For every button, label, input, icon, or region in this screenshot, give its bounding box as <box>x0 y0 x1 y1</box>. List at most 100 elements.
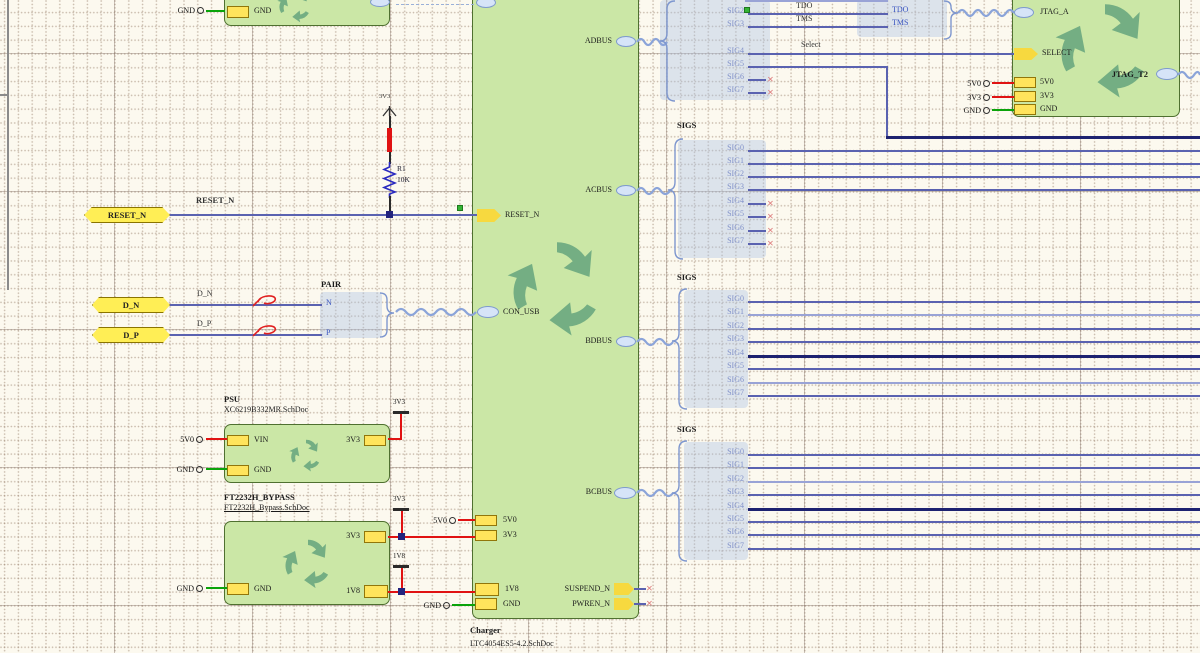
signal-label[interactable]: SIG6 <box>727 527 744 536</box>
sheet-symbol-psu[interactable] <box>224 424 390 483</box>
wire[interactable] <box>748 314 1200 316</box>
no-connect-icon[interactable]: × <box>767 85 774 99</box>
wire-gnd[interactable] <box>206 468 228 470</box>
port-main-gnd[interactable]: GND <box>408 600 450 610</box>
wire[interactable] <box>748 494 1200 496</box>
power-port-icon[interactable] <box>381 103 398 118</box>
pin-byp-gnd[interactable] <box>227 583 249 595</box>
signal-label[interactable]: SIG7 <box>727 388 744 397</box>
port-tl-gnd[interactable]: GND <box>168 5 204 15</box>
pin-bcbus[interactable] <box>614 487 636 499</box>
power-bar[interactable] <box>393 508 409 511</box>
wire-gnd[interactable] <box>452 604 477 606</box>
wire-power[interactable] <box>388 591 478 593</box>
wire[interactable] <box>748 467 1200 469</box>
signal-label[interactable]: SIG7 <box>727 541 744 550</box>
pin-tl-gnd[interactable] <box>227 6 249 18</box>
bus-con-usb[interactable] <box>395 306 477 318</box>
port-psu-5v0[interactable]: 5V0 <box>167 434 203 444</box>
pin-tl-bus[interactable] <box>370 0 390 7</box>
wire[interactable] <box>748 355 1200 358</box>
signal-label[interactable]: SIG3 <box>727 19 744 28</box>
wire-power[interactable] <box>992 96 1014 98</box>
signal-label[interactable]: SIG0 <box>727 294 744 303</box>
pin-byp-3v3[interactable] <box>364 531 386 543</box>
wire[interactable] <box>748 26 888 28</box>
pin-3v3[interactable] <box>475 530 497 541</box>
wire[interactable] <box>748 341 1200 343</box>
no-connect-icon[interactable]: × <box>767 223 774 237</box>
bundle-label-tdi[interactable]: TDI <box>892 0 905 2</box>
signal-label[interactable]: SIG5 <box>727 361 744 370</box>
signal-label[interactable]: SIG7 <box>727 236 744 245</box>
wire[interactable] <box>748 481 1200 483</box>
wire-gnd[interactable] <box>992 109 1014 111</box>
signal-label[interactable]: SIG4 <box>727 46 744 55</box>
signal-label[interactable]: SIG2 <box>727 321 744 330</box>
wire[interactable] <box>389 196 391 213</box>
wire[interactable] <box>748 243 766 245</box>
no-connect-icon[interactable]: × <box>646 581 653 595</box>
port-jtag-5v0[interactable]: 5V0 <box>952 78 990 88</box>
pin-reset-n[interactable] <box>477 209 501 222</box>
signal-label[interactable]: SIG1 <box>727 156 744 165</box>
bus-bdbus[interactable] <box>636 336 674 348</box>
port-byp-gnd[interactable]: GND <box>160 583 203 593</box>
wire[interactable] <box>748 534 1200 536</box>
signal-label[interactable]: SIG2 <box>727 169 744 178</box>
wire-reset-n[interactable] <box>170 214 477 216</box>
wire[interactable] <box>748 92 766 94</box>
pin-select[interactable] <box>1014 48 1038 60</box>
pin-jtag-a[interactable] <box>1014 7 1034 18</box>
pin-jtag-5v0[interactable] <box>1014 77 1036 88</box>
pin-adbus[interactable] <box>616 36 636 47</box>
pin-psu-3v3[interactable] <box>364 435 386 446</box>
signal-label[interactable]: SIG1 <box>706 0 744 2</box>
signal-label[interactable]: SIG6 <box>727 375 744 384</box>
bundle-label-tms[interactable]: TMS <box>892 18 909 27</box>
pin-suspend-n[interactable] <box>614 583 634 595</box>
signal-label[interactable]: SIG0 <box>727 447 744 456</box>
wire[interactable] <box>748 189 1200 191</box>
pair-pin-n[interactable]: N <box>326 298 332 307</box>
signal-label[interactable]: SIG2 <box>727 474 744 483</box>
port-d-n[interactable]: D_N <box>92 297 170 313</box>
bus-acbus[interactable] <box>636 185 671 197</box>
signal-label[interactable]: SIG5 <box>727 59 744 68</box>
wire-power[interactable] <box>458 519 477 521</box>
wire[interactable] <box>748 301 1200 303</box>
wire[interactable] <box>886 66 888 137</box>
pin-pwren-n[interactable] <box>614 598 634 610</box>
no-connect-icon[interactable]: × <box>646 596 653 610</box>
wire[interactable] <box>748 454 1200 456</box>
wire[interactable] <box>886 136 1200 139</box>
power-bar[interactable] <box>393 565 409 568</box>
wire[interactable] <box>748 395 1200 397</box>
wire-gnd[interactable] <box>206 10 225 12</box>
bundle-label-tdo[interactable]: TDO <box>892 5 909 14</box>
wire-power[interactable] <box>400 414 402 440</box>
signal-label[interactable]: SIG7 <box>727 85 744 94</box>
bus-bcbus[interactable] <box>636 487 674 499</box>
wire[interactable] <box>389 152 391 164</box>
no-connect-icon[interactable]: × <box>767 209 774 223</box>
wire[interactable] <box>748 328 1200 330</box>
signal-label[interactable]: SIG3 <box>727 334 744 343</box>
signal-label[interactable]: SIG6 <box>727 72 744 81</box>
wire[interactable] <box>389 116 391 128</box>
pin-jtag-3v3[interactable] <box>1014 91 1036 102</box>
signal-label[interactable]: SIG6 <box>727 223 744 232</box>
wire-power[interactable] <box>206 438 228 440</box>
no-connect-icon[interactable]: × <box>767 196 774 210</box>
pin-psu-gnd[interactable] <box>227 465 249 476</box>
wire[interactable] <box>748 176 1200 178</box>
wire-gnd[interactable] <box>206 587 228 589</box>
wire-power[interactable] <box>388 536 478 538</box>
signal-label[interactable]: SIG5 <box>727 514 744 523</box>
no-connect-icon[interactable]: × <box>767 72 774 86</box>
wire-power[interactable] <box>387 128 392 152</box>
pair-pin-p[interactable]: P <box>326 328 331 337</box>
signal-label[interactable]: SIG5 <box>727 209 744 218</box>
wire[interactable] <box>748 13 888 15</box>
